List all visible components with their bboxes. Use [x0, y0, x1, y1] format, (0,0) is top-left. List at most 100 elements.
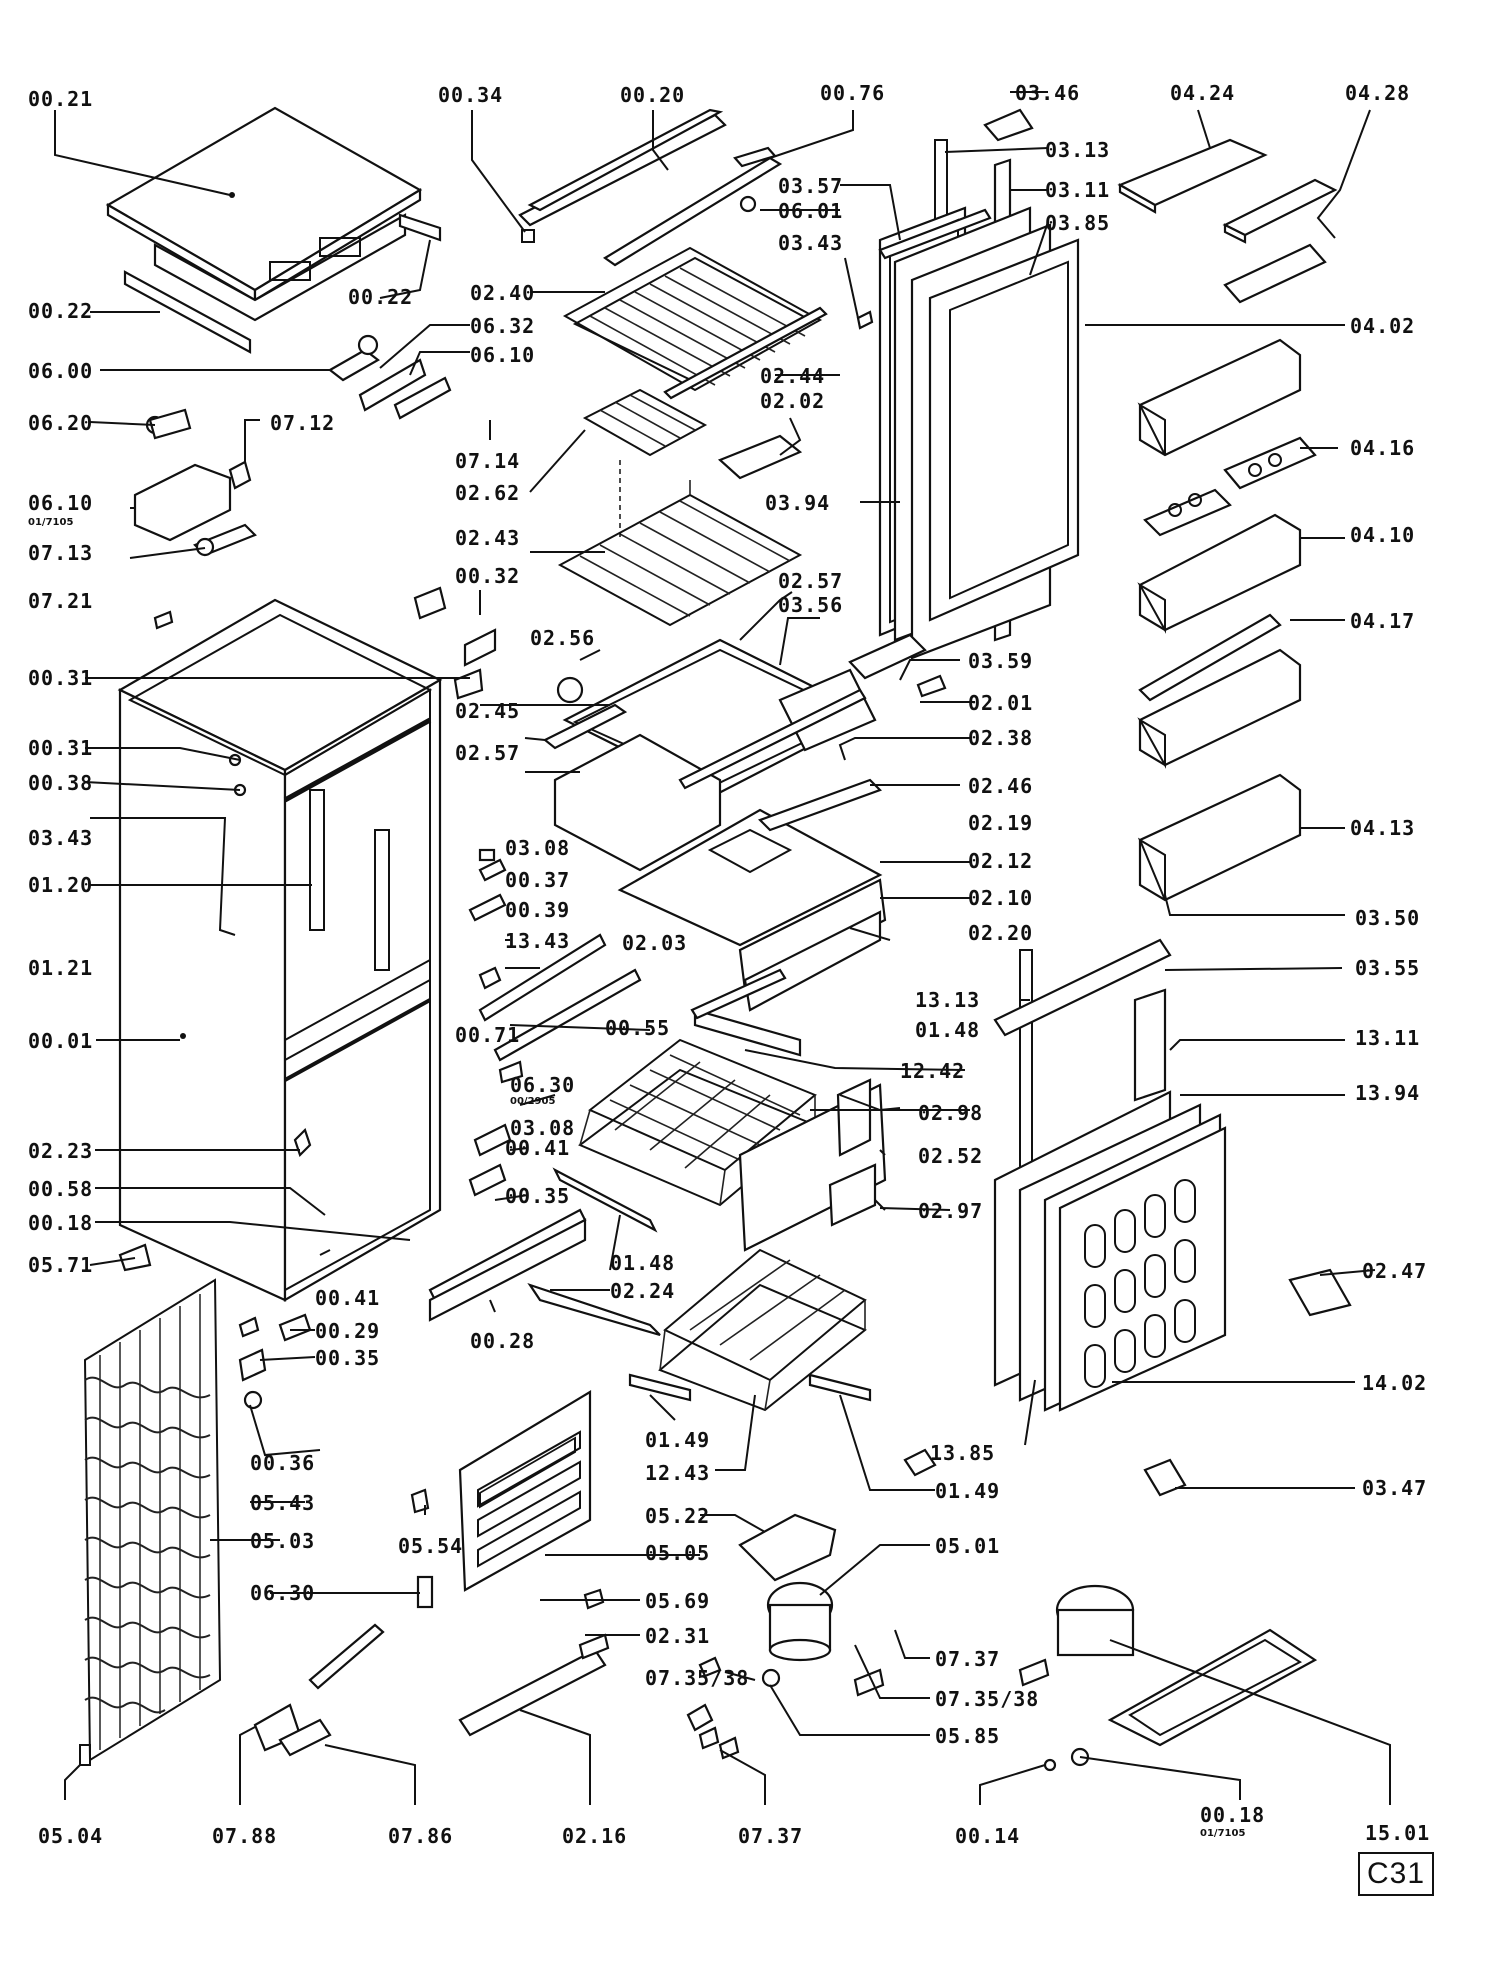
cabinet: [117, 598, 443, 1302]
part-label: 04.13: [1350, 816, 1415, 840]
part-label: 00.22: [348, 285, 413, 309]
part-label: 04.28: [1345, 81, 1410, 105]
part-label: 03.55: [1355, 956, 1420, 980]
part-label: 04.16: [1350, 436, 1415, 460]
part-label: 13.13: [915, 988, 980, 1012]
part-label: 00.31: [28, 666, 93, 690]
door-bins: [1117, 138, 1338, 902]
page-code: C31: [1358, 1852, 1434, 1896]
part-label: 05.54: [398, 1534, 463, 1558]
part-label: 02.31: [645, 1624, 710, 1648]
part-label: 00.31: [28, 736, 93, 760]
part-label: 00.14: [955, 1824, 1020, 1848]
part-label: 00.35: [505, 1184, 570, 1208]
freezer-door: [993, 938, 1352, 1497]
part-label: 02.20: [968, 921, 1033, 945]
part-label: 03.43: [778, 231, 843, 255]
part-label: 02.52: [918, 1144, 983, 1168]
part-label: 07.35/38: [645, 1666, 749, 1690]
part-label: 05.43: [250, 1491, 315, 1515]
part-label: 00.38: [28, 771, 93, 795]
part-label: 03.59: [968, 649, 1033, 673]
part-label: 07.14: [455, 449, 520, 473]
part-label: 07.37: [935, 1647, 1000, 1671]
compressor-assembly: [458, 1390, 1318, 1772]
part-label: 00.34: [438, 83, 503, 107]
part-label: 04.10: [1350, 523, 1415, 547]
part-sublabel: 01/7105: [1200, 1828, 1245, 1839]
part-label: 06.10: [470, 343, 535, 367]
part-label: 02.12: [968, 849, 1033, 873]
part-label: 13.43: [505, 929, 570, 953]
top-cover: [105, 106, 442, 354]
part-label: 02.23: [28, 1139, 93, 1163]
part-label: 02.62: [455, 481, 520, 505]
part-label: 05.71: [28, 1253, 93, 1277]
part-label: 02.57: [778, 569, 843, 593]
part-label: 03.94: [765, 491, 830, 515]
crisper-assembly: [478, 638, 887, 1062]
part-label: 00.22: [28, 299, 93, 323]
part-label: 02.38: [968, 726, 1033, 750]
part-label: 02.01: [968, 691, 1033, 715]
part-label: 05.04: [38, 1824, 103, 1848]
part-label: 07.35/38: [935, 1687, 1039, 1711]
part-label: 02.10: [968, 886, 1033, 910]
part-label: 03.47: [1362, 1476, 1427, 1500]
part-label: 03.11: [1045, 178, 1110, 202]
part-label: 03.50: [1355, 906, 1420, 930]
part-label: 02.45: [455, 699, 520, 723]
leader-lines: [54, 91, 1391, 1805]
part-label: 03.85: [1045, 211, 1110, 235]
part-label: 03.56: [778, 593, 843, 617]
part-label: 00.71: [455, 1023, 520, 1047]
part-label: 00.58: [28, 1177, 93, 1201]
part-label: 05.85: [935, 1724, 1000, 1748]
part-label: 06.30: [250, 1581, 315, 1605]
part-label: 13.85: [930, 1441, 995, 1465]
part-label: 15.01: [1365, 1821, 1430, 1845]
part-label: 06.30: [510, 1073, 575, 1097]
part-label: 03.57: [778, 174, 843, 198]
part-label: 04.02: [1350, 314, 1415, 338]
part-label: 05.05: [645, 1541, 710, 1565]
part-label: 03.13: [1045, 138, 1110, 162]
part-label: 04.17: [1350, 609, 1415, 633]
part-label: 07.88: [212, 1824, 277, 1848]
part-sublabel: 01/7105: [28, 517, 73, 528]
part-label: 00.39: [505, 898, 570, 922]
part-label: 06.32: [470, 314, 535, 338]
part-label: 02.57: [455, 741, 520, 765]
part-label: 04.24: [1170, 81, 1235, 105]
part-label: 02.44: [760, 364, 825, 388]
part-label: 01.48: [915, 1018, 980, 1042]
part-label: 01.49: [935, 1479, 1000, 1503]
part-label: 00.21: [28, 87, 93, 111]
part-label: 07.86: [388, 1824, 453, 1848]
part-label: 02.47: [1362, 1259, 1427, 1283]
part-label: 02.16: [562, 1824, 627, 1848]
part-label: 02.03: [622, 931, 687, 955]
part-label: 06.10: [28, 491, 93, 515]
part-label: 14.02: [1362, 1371, 1427, 1395]
part-label: 00.01: [28, 1029, 93, 1053]
part-label: 02.56: [530, 626, 595, 650]
part-label: 13.94: [1355, 1081, 1420, 1105]
part-label: 00.41: [505, 1136, 570, 1160]
wire-shelves: [557, 246, 828, 627]
part-label: 00.18: [28, 1211, 93, 1235]
part-label: 06.00: [28, 359, 93, 383]
part-label: 00.36: [250, 1451, 315, 1475]
part-label: 01.49: [645, 1428, 710, 1452]
part-label: 00.76: [820, 81, 885, 105]
part-label: 06.20: [28, 411, 93, 435]
fridge-door: [848, 108, 1080, 698]
part-label: 02.40: [470, 281, 535, 305]
part-label: 02.98: [918, 1101, 983, 1125]
part-label: 02.02: [760, 389, 825, 413]
part-label: 02.43: [455, 526, 520, 550]
part-label: 01.48: [610, 1251, 675, 1275]
part-sublabel: 00/2905: [510, 1096, 555, 1107]
part-label: 00.20: [620, 83, 685, 107]
